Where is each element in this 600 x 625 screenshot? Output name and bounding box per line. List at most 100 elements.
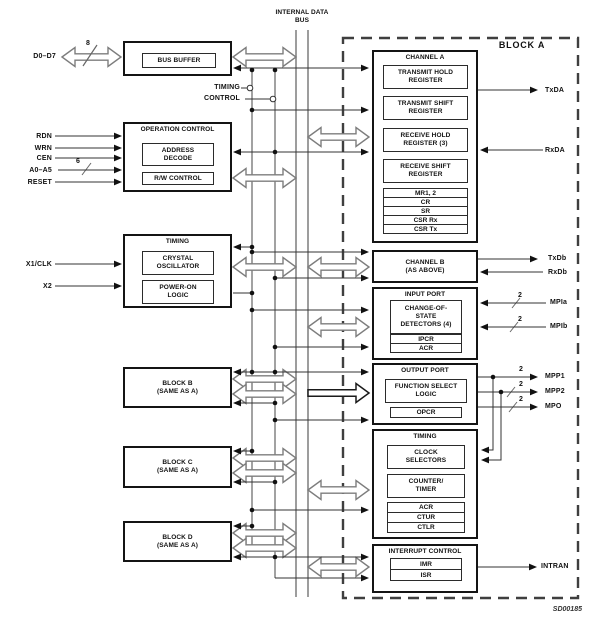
arrowhead (361, 148, 369, 156)
arrowhead (233, 368, 241, 376)
arrowhead (114, 178, 122, 186)
power-on-logic-box: POWER-ON LOGIC (142, 280, 214, 304)
arrowhead (233, 553, 241, 561)
arrowhead (361, 306, 369, 314)
arrowhead (480, 323, 488, 331)
arrowhead (480, 299, 488, 307)
input-port-block: INPUT PORT CHANGE-OF- STATE DETECTORS (4… (372, 287, 478, 360)
receive-shift-register-box: RECEIVE SHIFT REGISTER (383, 159, 468, 183)
register-cell: CSR Tx (383, 224, 468, 234)
signal-rxda: RxDA (545, 147, 565, 154)
signal-rxdb: RxDb (548, 269, 568, 276)
signal-x2: X2 (43, 283, 52, 290)
arrowhead (233, 148, 241, 156)
signal-mpo: MPO (545, 403, 562, 410)
arrowhead (361, 64, 369, 72)
bus-width-slash (81, 162, 92, 176)
junction-dot (249, 249, 255, 255)
arrowhead (530, 373, 538, 381)
register-cell: OPCR (390, 407, 462, 418)
arrowhead (233, 399, 241, 407)
arrowhead (114, 132, 122, 140)
register-cell: ISR (390, 569, 462, 581)
junction-dot (490, 374, 496, 380)
counter-timer-box: COUNTER/ TIMER (387, 474, 465, 498)
mpp1-feedback-wire (489, 379, 494, 451)
bus-buffer-block: BUS BUFFER (123, 41, 232, 76)
signal-wrn: WRN (34, 145, 52, 152)
crystal-oscillator-box: CRYSTAL OSCILLATOR (142, 251, 214, 275)
arrowhead (361, 248, 369, 256)
channel-b-block: CHANNEL B (AS ABOVE) (372, 250, 478, 283)
arrowhead (361, 343, 369, 351)
arrowhead (114, 144, 122, 152)
arrowhead (361, 106, 369, 114)
junction-dot (272, 369, 278, 375)
junction-dot (272, 479, 278, 485)
data-bus-double-arrow (231, 383, 298, 405)
arrowhead (114, 260, 122, 268)
block-b: BLOCK B (SAME AS A) (123, 367, 232, 408)
signal-intran: INTRAN (541, 563, 569, 570)
junction-dot (249, 107, 255, 113)
output-port-register-stack: OPCR (390, 407, 462, 418)
figure-code: SD00185 (552, 606, 582, 613)
arrowhead (233, 478, 241, 486)
bus-width-mpia: 2 (517, 292, 523, 299)
register-cell: ACR (390, 343, 462, 353)
rw-control-box: R/W CONTROL (142, 172, 214, 185)
output-port-block: OUTPUT PORT FUNCTION SELECT LOGIC OPCR (372, 363, 478, 425)
signal-a0-a5: A0–A5 (29, 167, 52, 174)
signal-mpib: MPIb (550, 323, 568, 330)
arrowhead (481, 446, 489, 454)
data-bus-double-arrow (231, 167, 298, 189)
junction-dot (249, 307, 255, 313)
bus-buffer-box: BUS BUFFER (142, 53, 216, 68)
arrowhead (530, 86, 538, 94)
transmit-shift-register-box: TRANSMIT SHIFT REGISTER (383, 96, 468, 120)
bus-width-mpib: 2 (517, 316, 523, 323)
junction-dot (272, 400, 278, 406)
junction-dot (272, 344, 278, 350)
junction-dot (249, 369, 255, 375)
junction-dot (249, 290, 255, 296)
bus-width-mpp2: 2 (518, 381, 524, 388)
arrowhead (530, 255, 538, 263)
junction-dot (272, 67, 278, 73)
junction-dot (498, 389, 504, 395)
data-bus-double-arrow (306, 479, 371, 501)
arrowhead (530, 388, 538, 396)
data-bus-double-arrow (60, 46, 123, 68)
arrowhead (361, 416, 369, 424)
arrowhead (233, 522, 241, 530)
signal-mpia: MPIa (550, 299, 568, 306)
arrowhead (361, 574, 369, 582)
arrowhead (114, 154, 122, 162)
junction-dot (249, 448, 255, 454)
register-cell: CTLR (387, 522, 465, 533)
arrowhead (480, 268, 488, 276)
arrowhead (481, 456, 489, 464)
signal-reset: RESET (27, 179, 52, 186)
bus-width-8: 8 (85, 40, 91, 47)
terminal-circle (269, 95, 277, 103)
terminal-circle (246, 84, 254, 92)
arrowhead (361, 368, 369, 376)
timing-right-block: TIMING CLOCK SELECTORS COUNTER/ TIMER AC… (372, 429, 478, 539)
arrowhead (233, 64, 241, 72)
data-bus-double-arrow (231, 462, 298, 484)
signal-timing-control-line: TIMING (214, 84, 240, 91)
bus-width-6: 6 (75, 158, 81, 165)
data-bus-double-arrow (231, 537, 298, 559)
arrowhead (529, 563, 537, 571)
arrowhead (114, 166, 122, 174)
junction-dot (249, 507, 255, 513)
arrowhead (361, 274, 369, 282)
internal-data-bus-label: INTERNAL DATA BUS (275, 9, 329, 24)
data-bus-double-arrow (306, 126, 371, 148)
